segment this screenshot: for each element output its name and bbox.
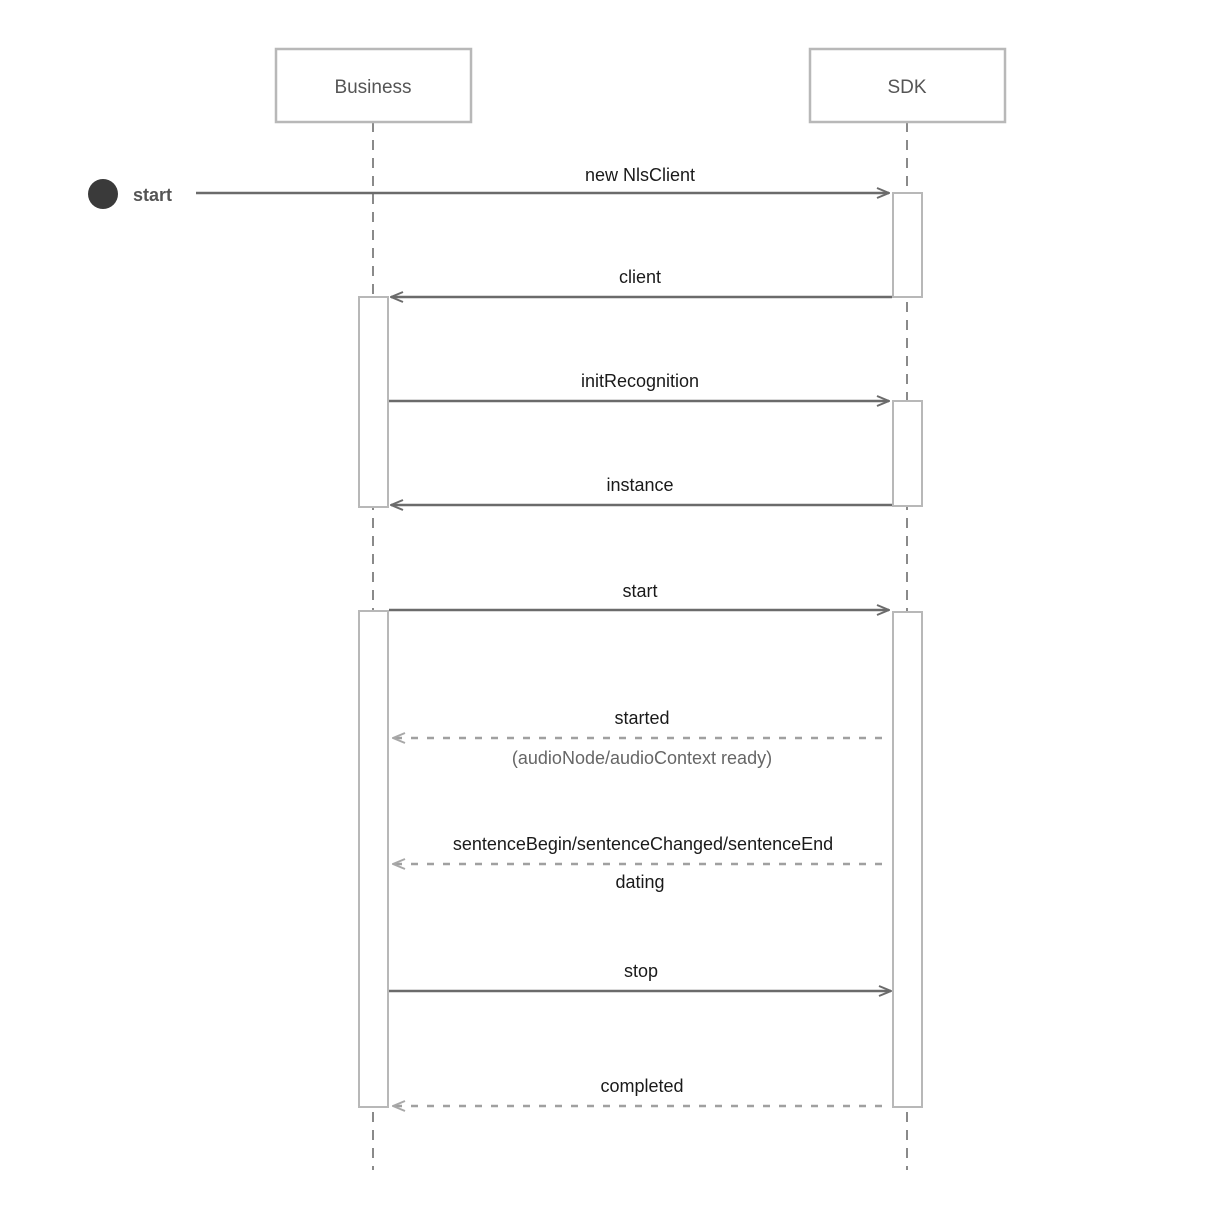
message-client: client [391, 267, 892, 297]
participant-sdk-label: SDK [887, 77, 926, 98]
message-sentence-events: sentenceBegin/sentenceChanged/sentenceEn… [393, 834, 882, 892]
sdk-activation-2 [892, 400, 923, 507]
business-activation-1 [358, 296, 389, 508]
start-node-label: start [133, 185, 172, 205]
sdk-activation-1 [892, 192, 923, 298]
message-completed: completed [393, 1076, 882, 1106]
message-stop: stop [389, 961, 891, 991]
participant-sdk: SDK [808, 47, 1007, 124]
message-label: stop [624, 961, 658, 981]
message-start: start [389, 581, 889, 610]
start-node: start [88, 179, 172, 209]
start-dot [88, 179, 118, 209]
message-label: sentenceBegin/sentenceChanged/sentenceEn… [453, 834, 833, 854]
message-new-nlsclient: new NlsClient [196, 165, 889, 193]
message-initrecognition: initRecognition [389, 371, 889, 401]
sdk-activation-3 [892, 611, 923, 1108]
message-label: started [614, 708, 669, 728]
message-started: started (audioNode/audioContext ready) [393, 708, 882, 768]
message-label: client [619, 267, 661, 287]
message-label: start [622, 581, 657, 601]
message-instance: instance [391, 475, 892, 505]
message-note: dating [615, 872, 664, 892]
message-label: new NlsClient [585, 165, 695, 185]
message-label: initRecognition [581, 371, 699, 391]
message-label: completed [600, 1076, 683, 1096]
message-label: instance [606, 475, 673, 495]
participant-business: Business [274, 47, 473, 124]
participant-business-label: Business [334, 77, 411, 98]
business-activation-2 [358, 610, 389, 1108]
message-note: (audioNode/audioContext ready) [512, 748, 772, 768]
